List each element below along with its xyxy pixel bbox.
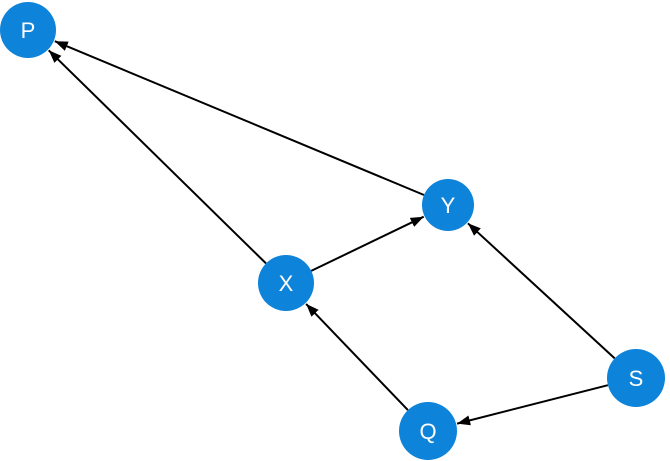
node-Q <box>399 402 457 460</box>
edge-S-to-Y <box>467 222 616 360</box>
node-Y <box>422 179 474 231</box>
edge-X-to-P <box>47 49 267 265</box>
edge-Q-to-X <box>305 303 409 411</box>
edge-X-to-Y <box>310 215 425 272</box>
edge-S-to-Q <box>456 384 609 426</box>
edge-layer <box>47 40 616 426</box>
node-S <box>607 349 665 407</box>
edge-Y-to-P <box>54 40 425 196</box>
node-P <box>0 2 56 58</box>
node-X <box>258 255 314 311</box>
